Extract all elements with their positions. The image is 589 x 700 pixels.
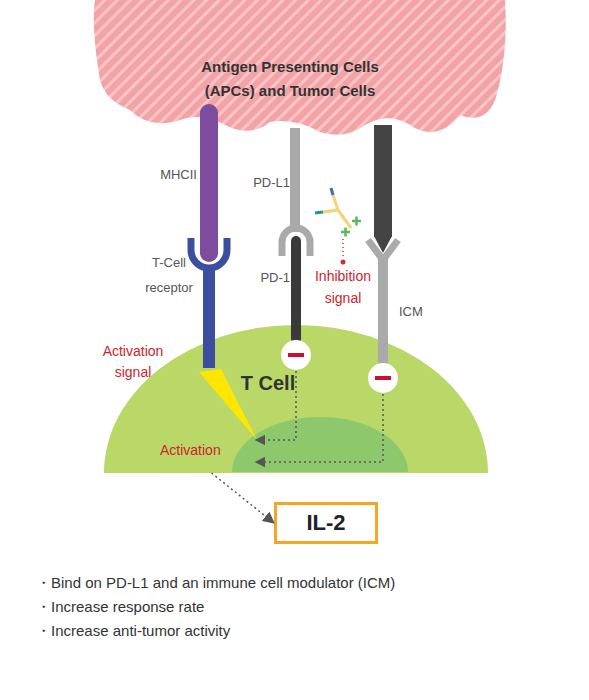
cytokine-box: IL-2 (274, 502, 378, 544)
tcr-cup (191, 238, 227, 268)
inhibition-dotted-line (342, 239, 344, 258)
molecule-name: PD-1 (246, 269, 290, 287)
antibody-arm (323, 210, 338, 212)
node-text: IL-2 (277, 505, 375, 541)
mhcii-molecule (200, 104, 218, 262)
dashed-arrow (212, 473, 274, 523)
molecule-name: T-Cell receptor (133, 250, 205, 300)
node-text: T Cell (228, 370, 308, 396)
signal-label: Activation signal (90, 341, 176, 383)
cell-cluster: Antigen Presenting Cells (APCs) and Tumo… (90, 0, 510, 150)
icm-ligand (374, 125, 392, 237)
molecule-name: ICM (399, 303, 443, 321)
molecule-name: PD-L1 (240, 174, 290, 192)
signal-label: Inhibition signal (304, 265, 382, 309)
bullet-note: ・Bind on PD-L1 and an immune cell modula… (36, 573, 581, 593)
antibody-arm (333, 195, 338, 210)
node-text: Antigen Presenting Cells (APCs) and Tumo… (180, 55, 400, 103)
cell-shape (94, 0, 506, 135)
signal-label: Activation (160, 441, 252, 459)
plus-sign (341, 228, 350, 237)
bullet-note: ・Increase response rate (36, 597, 581, 617)
antibody-tip (331, 188, 333, 195)
bullet-note: ・Increase anti-tumor activity (36, 621, 581, 641)
plus-sign (352, 217, 361, 226)
antibody-tip (315, 212, 323, 213)
molecule-name: MHCII (140, 166, 197, 184)
pdl1-arch (282, 228, 310, 256)
icm-receptor-cup (368, 240, 398, 260)
pdl1-molecule (290, 128, 300, 232)
inhibition-dot (341, 260, 346, 265)
icm-ligand-tip (374, 236, 392, 253)
antibody-stem (338, 210, 351, 228)
